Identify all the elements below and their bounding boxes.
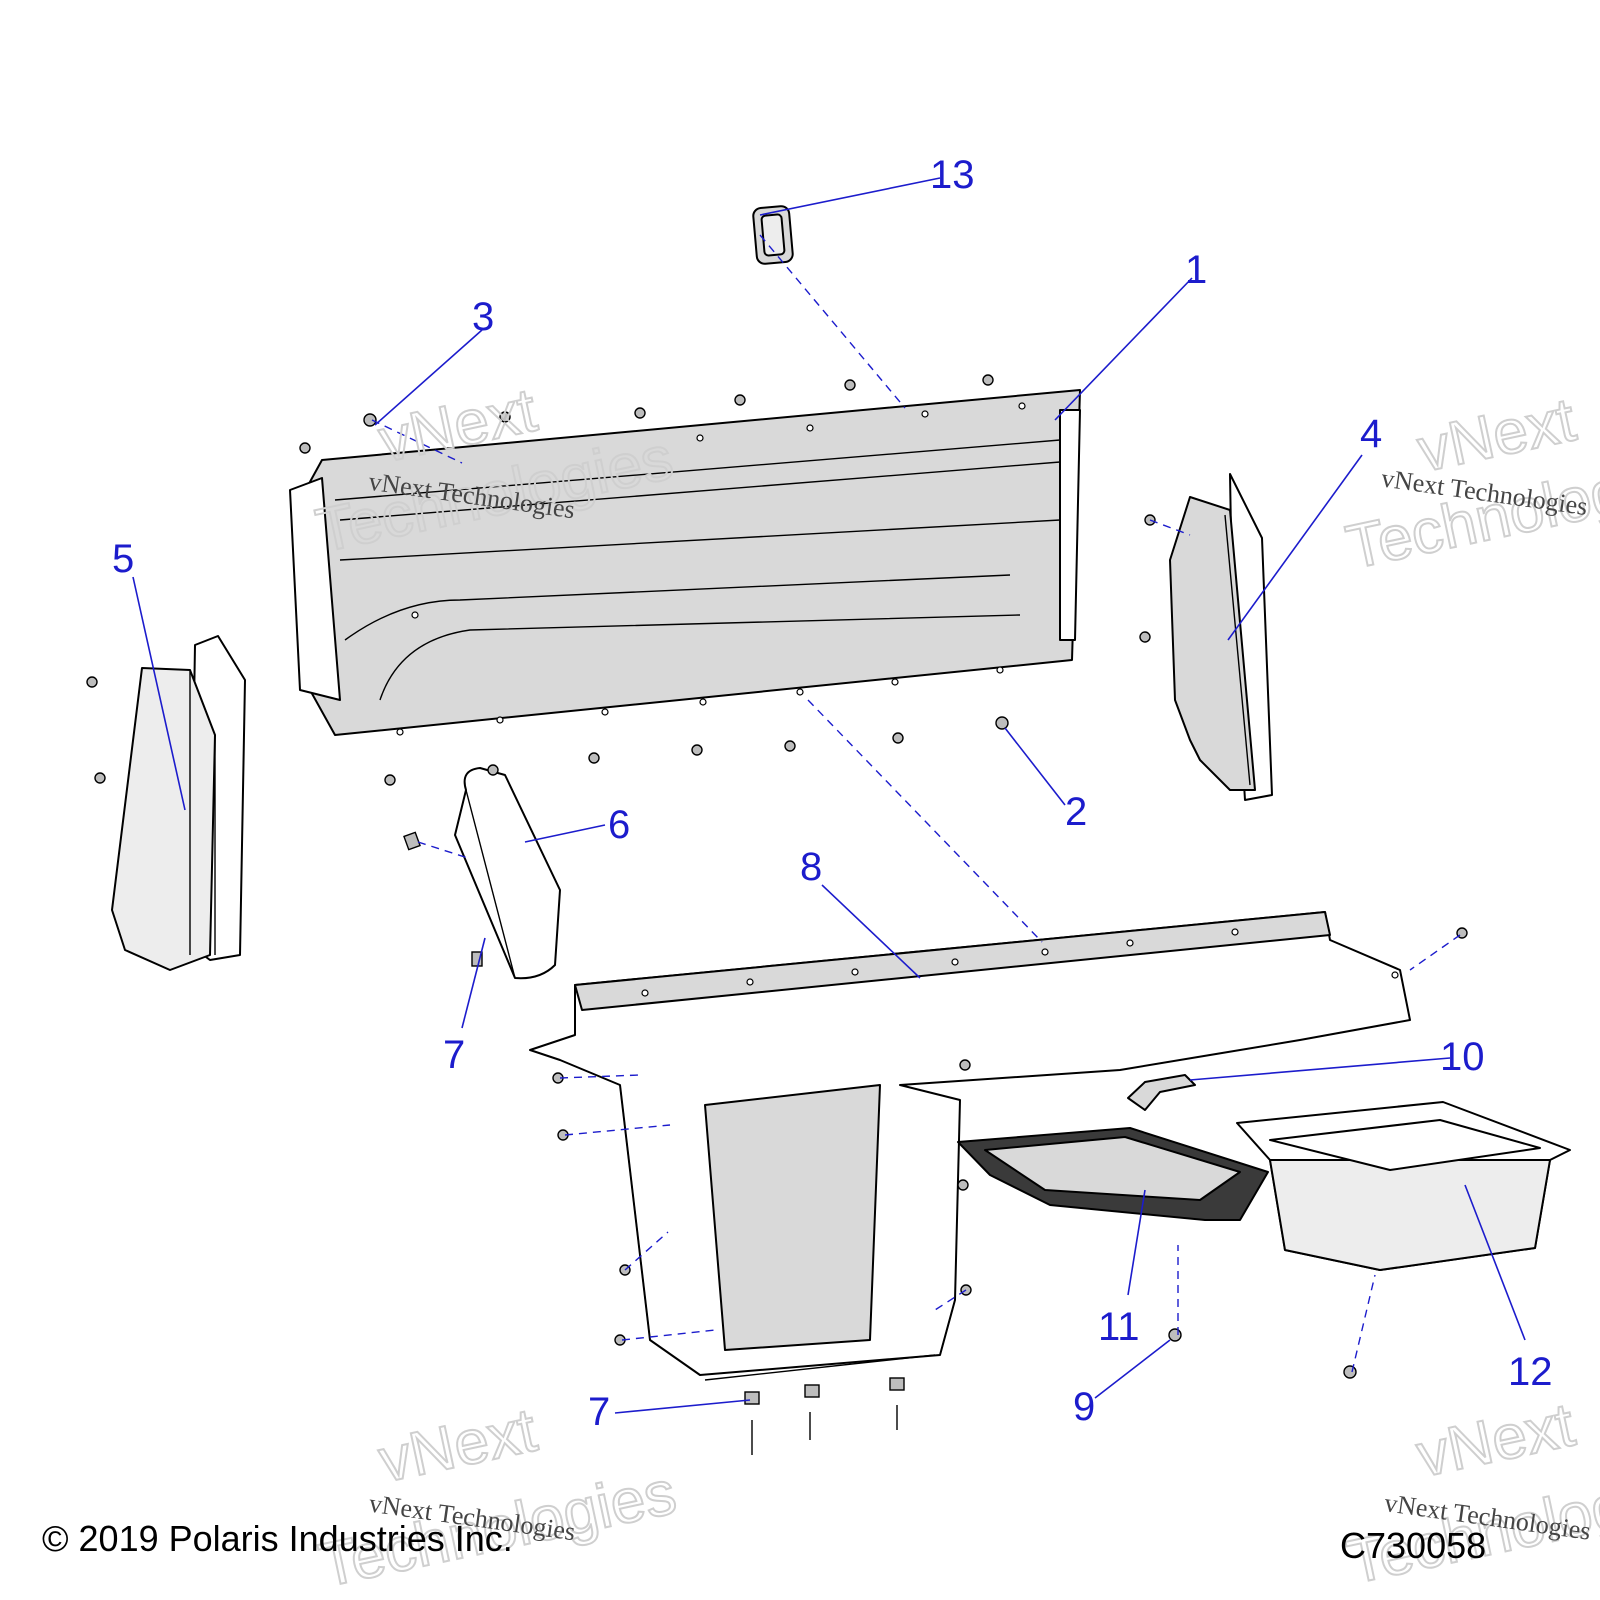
svg-text:vNext: vNext: [1411, 1390, 1580, 1490]
part-6-pad: [454, 767, 561, 980]
callout-12: 12: [1508, 1350, 1553, 1394]
watermark-bottom-left: vNext Technologies vNext Technologies: [312, 1395, 682, 1600]
part-4-right-side-panel: [1169, 473, 1273, 801]
assembly-lines: [371, 234, 1461, 1373]
part-13-cap: [752, 205, 794, 265]
part-11-tray: [957, 1127, 1269, 1221]
callout-7-upper: 7: [443, 1033, 465, 1077]
leader-lines: [132, 177, 1526, 1414]
part-5-left-side-panel: [111, 635, 246, 971]
fasteners: [86, 374, 1468, 1455]
part-1-rear-panel: [289, 389, 1081, 736]
part-8-cargo-box: [529, 911, 1411, 1381]
callout-5: 5: [112, 537, 134, 581]
callout-9: 9: [1073, 1385, 1095, 1429]
callout-13: 13: [930, 153, 975, 197]
part-10-latch: [1127, 1074, 1196, 1111]
callout-7-lower: 7: [588, 1390, 610, 1434]
callout-8: 8: [800, 845, 822, 889]
part-12-storage-bin: [1236, 1101, 1571, 1271]
callout-1: 1: [1185, 248, 1207, 292]
callout-11: 11: [1098, 1305, 1140, 1349]
svg-text:vNext: vNext: [373, 1396, 542, 1496]
callout-2: 2: [1065, 790, 1087, 834]
callout-4: 4: [1360, 412, 1382, 456]
watermark-top-right: vNext Technologies vNext Technologies: [1340, 384, 1600, 583]
callout-6: 6: [608, 803, 630, 847]
callout-10: 10: [1440, 1035, 1485, 1079]
callout-3: 3: [472, 295, 494, 339]
callouts: 13 1 3 4 5 6 2 8 7 10 11 12 9 7: [112, 153, 1553, 1434]
figure-id: C730058: [1340, 1525, 1487, 1566]
copyright-text: © 2019 Polaris Industries Inc.: [42, 1518, 513, 1559]
